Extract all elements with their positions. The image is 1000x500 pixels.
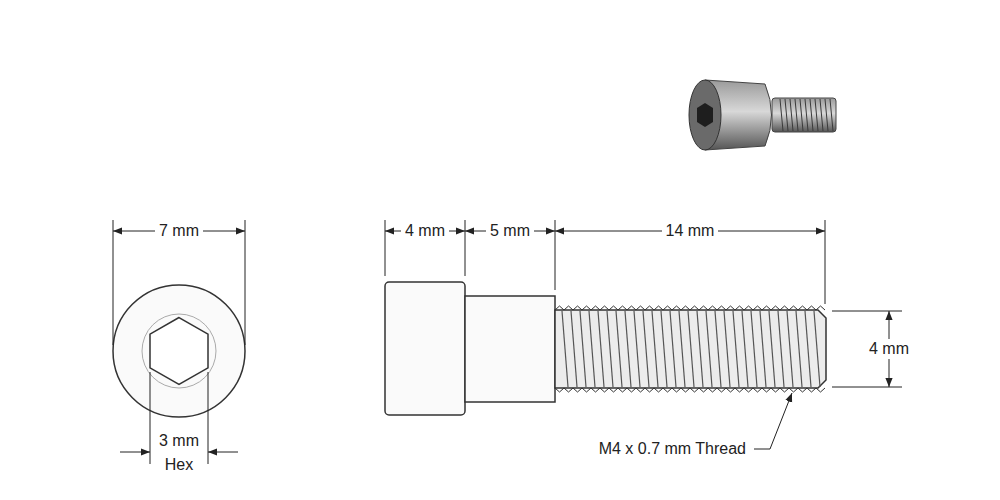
extension-line — [832, 311, 902, 312]
extension-line — [825, 220, 826, 304]
thread-crest — [760, 311, 766, 387]
dimension-label: 5 mm — [486, 221, 534, 241]
thread-crest — [751, 311, 757, 387]
head-outline — [113, 285, 245, 417]
dimension-line — [120, 452, 150, 453]
thread-crest — [625, 311, 631, 387]
icon-thread-crest — [825, 99, 828, 131]
extension-line — [245, 220, 246, 345]
dimension-label: 4 mm — [865, 339, 913, 359]
thread-crest — [769, 311, 775, 387]
end-view — [113, 285, 245, 417]
icon-thread-crest — [790, 99, 793, 131]
thread-crest — [787, 311, 793, 387]
icon-thread-crest — [815, 99, 818, 131]
dimension-label: 14 mm — [662, 221, 719, 241]
icon-head-face — [689, 80, 721, 150]
thread-crest — [616, 311, 622, 387]
side-view-dimensions — [385, 220, 902, 449]
icon-thread-crest — [780, 99, 783, 131]
extension-line — [150, 372, 151, 464]
thread-crest — [607, 311, 613, 387]
thread-crest — [733, 311, 739, 387]
icon-thread-crest — [785, 99, 788, 131]
thread-crest — [571, 311, 577, 387]
thread-crest — [580, 311, 586, 387]
thread-crest — [661, 311, 667, 387]
thread-crest — [814, 311, 820, 387]
dimension-label: 7 mm — [155, 221, 203, 241]
leader-line — [754, 393, 792, 449]
icon-socket — [697, 103, 713, 127]
socket-ring — [142, 314, 216, 388]
thread-callout: M4 x 0.7 mm Thread — [595, 439, 750, 459]
thread-crest — [562, 311, 568, 387]
icon-thread-crest — [830, 99, 833, 131]
dimension-line — [208, 452, 238, 453]
thread-crest — [778, 311, 784, 387]
icon-thread-lines — [780, 99, 833, 131]
thread-crest — [688, 311, 694, 387]
screw-shank — [465, 296, 555, 402]
thread-crest — [697, 311, 703, 387]
thread-edge — [555, 306, 825, 310]
extension-line — [832, 387, 902, 388]
hex-socket — [150, 318, 208, 385]
thread-crest — [652, 311, 658, 387]
thread-lines — [555, 306, 825, 392]
thread-crest — [598, 311, 604, 387]
extension-line — [465, 220, 466, 276]
thread-crest — [634, 311, 640, 387]
thread-crest — [715, 311, 721, 387]
thread-crest — [589, 311, 595, 387]
extension-line — [385, 220, 386, 276]
side-view — [385, 282, 826, 415]
icon-thread-crest — [795, 99, 798, 131]
screw-head — [385, 282, 465, 415]
icon-thread-crest — [805, 99, 808, 131]
thread-crest — [805, 311, 811, 387]
icon-thread — [772, 98, 836, 132]
dimension-label: 4 mm — [401, 221, 449, 241]
thread-crest — [742, 311, 748, 387]
thread-edge — [555, 388, 825, 392]
end-view-dimensions — [113, 220, 245, 464]
dimension-label: 3 mm Hex — [155, 429, 203, 477]
threaded-section — [555, 310, 826, 388]
extension-line — [113, 220, 114, 345]
icon-thread-crest — [810, 99, 813, 131]
thread-crest — [670, 311, 676, 387]
thread-crest — [706, 311, 712, 387]
thread-crest — [724, 311, 730, 387]
thread-crest — [679, 311, 685, 387]
icon-thread-crest — [820, 99, 823, 131]
thread-crest — [643, 311, 649, 387]
screw-icon — [689, 80, 836, 150]
thread-crest — [796, 311, 802, 387]
icon-thread-crest — [800, 99, 803, 131]
extension-line — [208, 372, 209, 464]
